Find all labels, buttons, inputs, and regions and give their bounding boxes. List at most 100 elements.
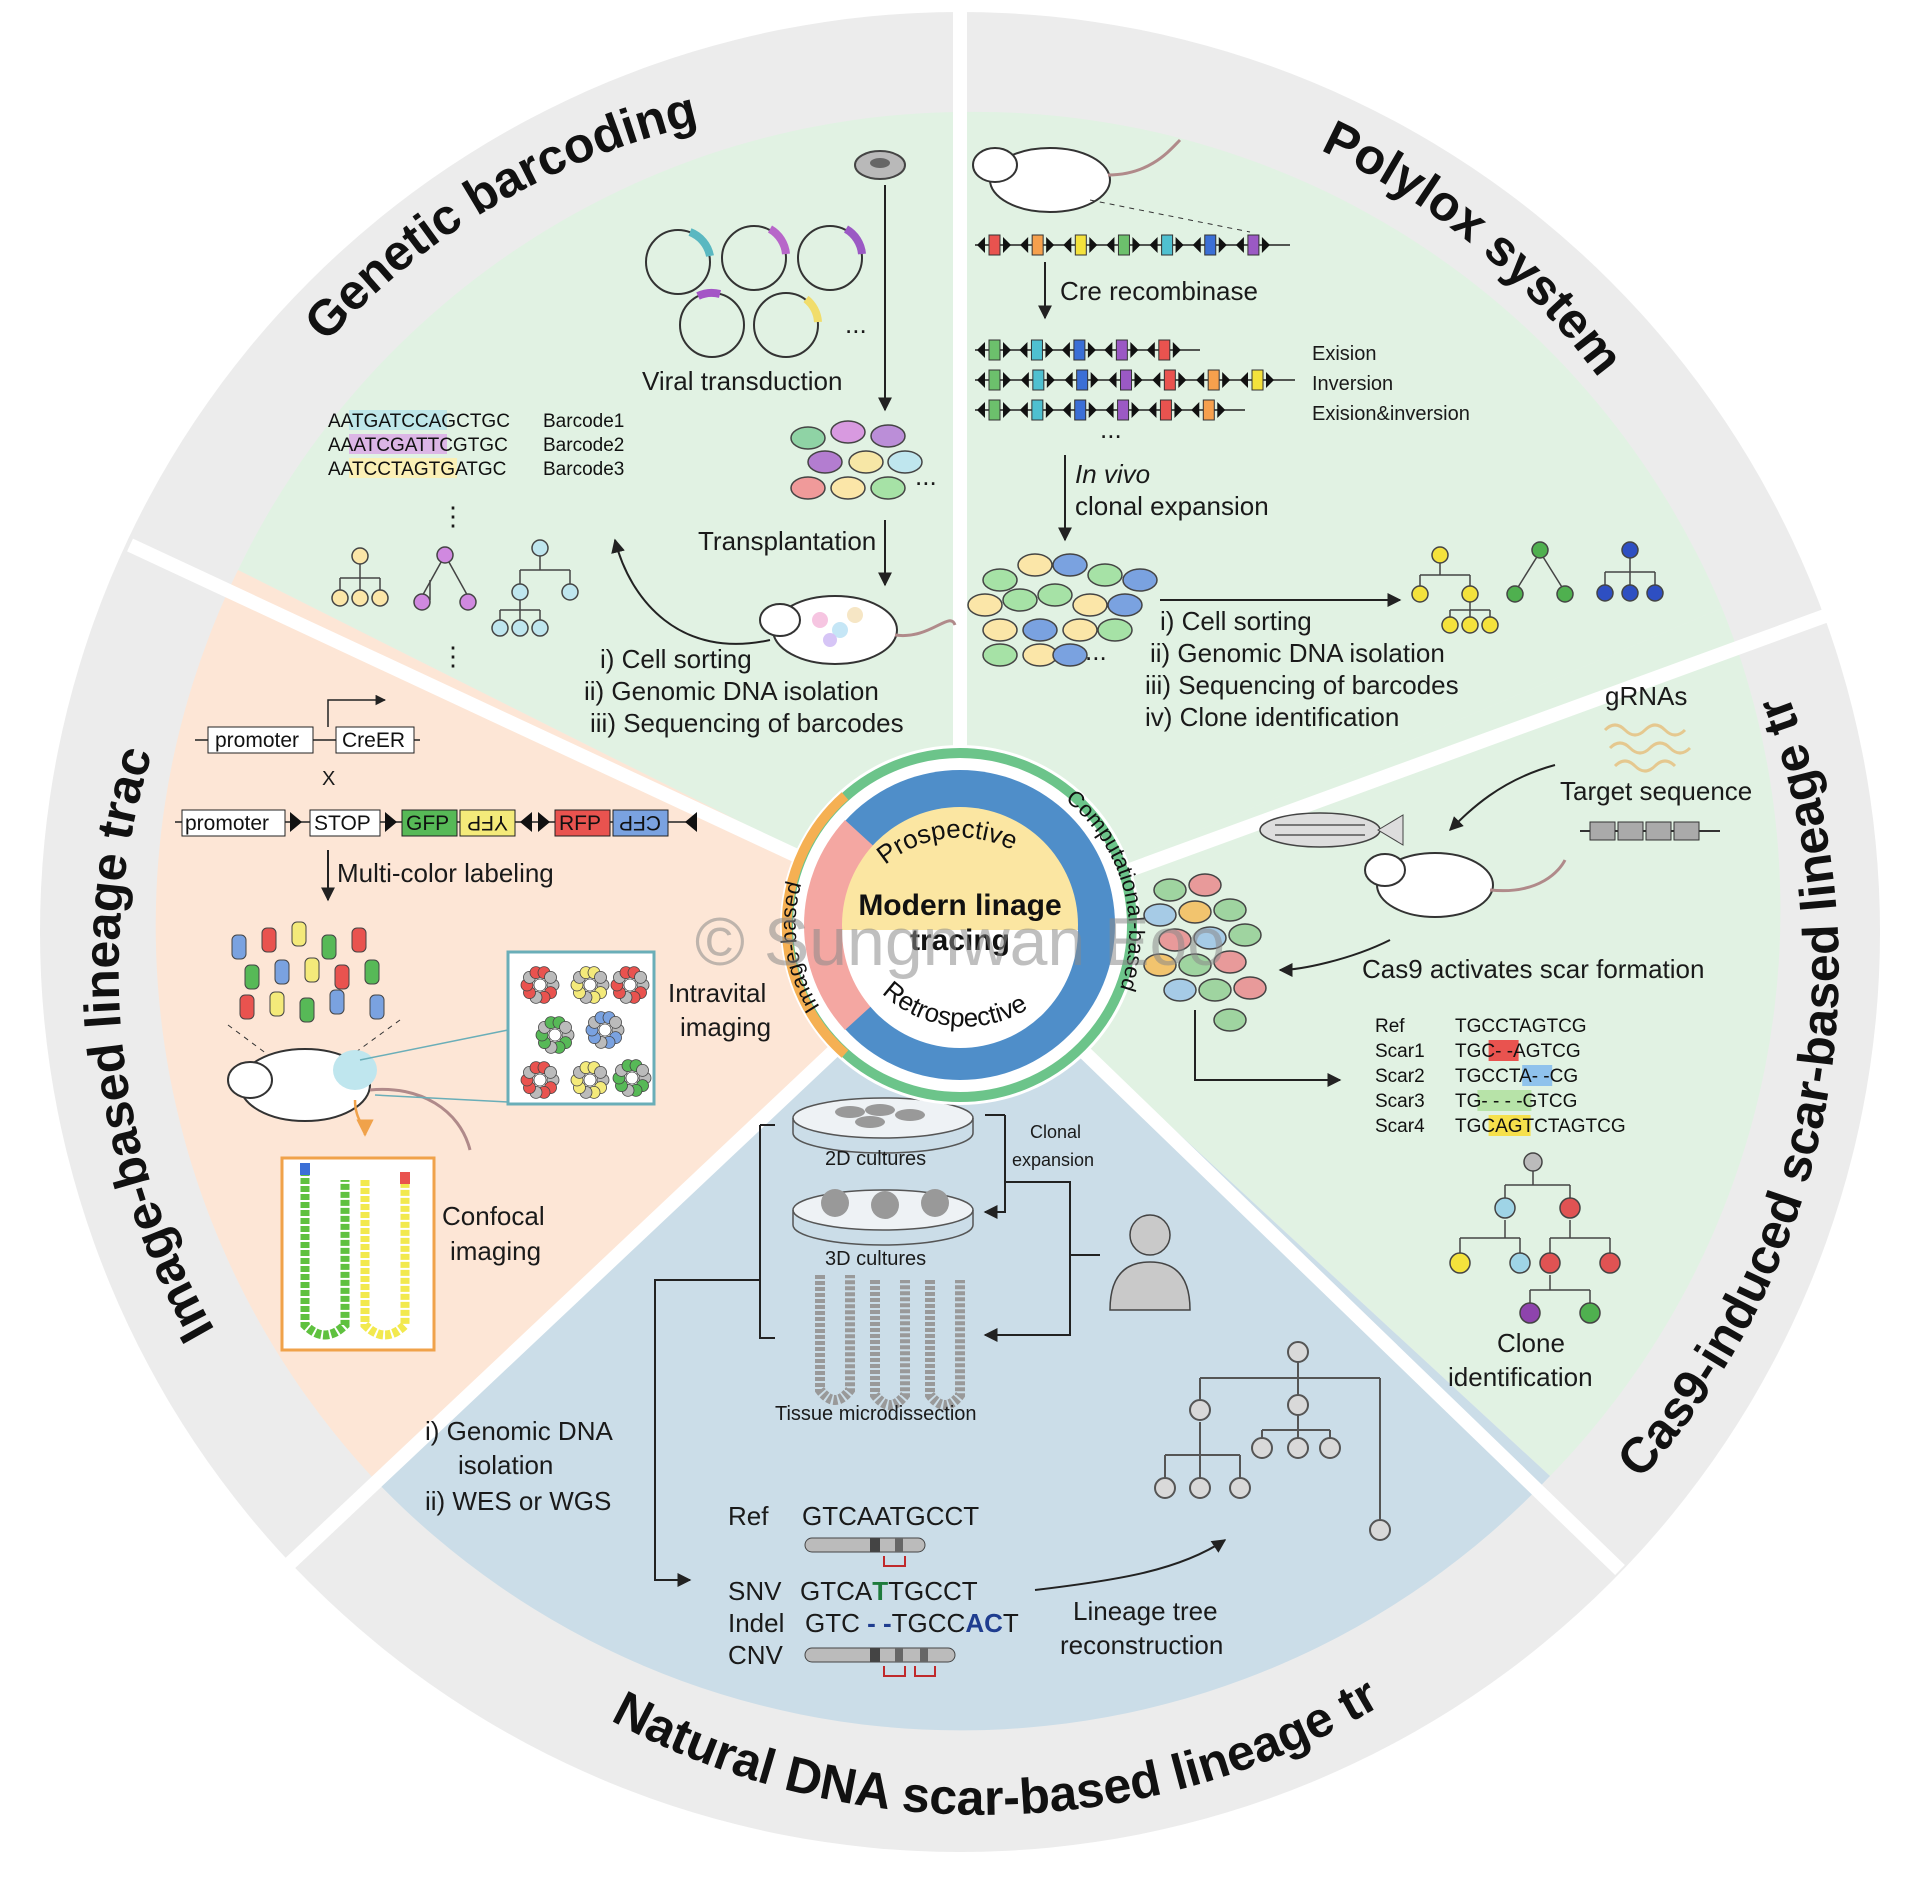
culture-dish-2d [792,1097,974,1154]
barcode-sequence: AATCCTAGTGATGC [328,459,506,480]
creer-construct: promoter CreER [195,694,420,754]
target-sequence-bar [1580,821,1720,841]
barcode-row: AAATCGATTCGTGC Barcode2 [328,434,624,456]
svg-text:expansion: expansion [1012,1150,1094,1170]
polylox-panel: Cre recombinase Exision Inversion Exisio… [967,138,1664,732]
polylox-trees [1411,541,1664,634]
intravital-crypts [520,966,652,1099]
scar-highlight [1488,1040,1519,1061]
barcode-highlight [349,410,447,430]
transplantation-label: Transplantation [698,526,876,556]
lineage-trees-small [331,539,579,637]
scar-highlight [1488,1115,1531,1136]
grnas-label: gRNAs [1605,681,1687,711]
scar-sequence: TGCAGTCTAGTCG [1455,1116,1626,1137]
crypt-rosette [585,1011,625,1049]
confocal-crypts [300,1170,410,1340]
snv-label: SNV [728,1576,782,1606]
svg-text:isolation: isolation [458,1450,553,1480]
image-based-panel: promoter CreER X promoter STOP GFP YFP R… [175,694,771,1352]
labeled-cells [231,921,385,1023]
brainbow-construct: promoter STOP GFP YFP RFP CFP [175,809,697,837]
crypt-rosette [610,966,650,1004]
svg-text:Intravital: Intravital [668,978,766,1008]
svg-text:2D cultures: 2D cultures [825,1148,926,1170]
svg-text:YFP: YFP [467,811,508,834]
polylox-array [975,399,1245,421]
svg-text:X: X [322,768,335,790]
mouse-icon [227,1048,472,1151]
svg-text:⋮: ⋮ [440,501,466,531]
polylox-barcode-arrays [975,234,1295,421]
svg-text:CreER: CreER [342,729,405,752]
barcode-highlight [349,458,457,478]
barcode-sequence: AAATCGATTCGTGC [328,435,508,456]
svg-text:GTCATTGCCT: GTCATTGCCT [800,1576,978,1606]
scar-sequence: TGCCTA- -CG [1455,1066,1578,1087]
cnv-label: CNV [728,1640,784,1670]
svg-text:STOP: STOP [314,812,371,835]
barcode-highlight [349,434,447,454]
svg-text:Tissue microdissection: Tissue microdissection [775,1403,977,1425]
svg-text:3D cultures: 3D cultures [825,1248,926,1270]
barcode-label: Barcode2 [543,435,624,456]
human-icon [1109,1214,1191,1311]
svg-text:ii) Genomic DNA isolation: ii) Genomic DNA isolation [1150,638,1445,668]
svg-text:reconstruction: reconstruction [1060,1630,1223,1660]
svg-text:GTC - -TGCCACT: GTC - -TGCCACT [805,1608,1019,1638]
chromosome-ref [804,1537,926,1567]
scar-highlight [1477,1090,1532,1111]
svg-text:iii) Sequencing of barcodes: iii) Sequencing of barcodes [1145,670,1459,700]
svg-text:imaging: imaging [450,1236,541,1266]
crypt-rosette [570,966,610,1004]
svg-text:Exision&inversion: Exision&inversion [1312,403,1470,425]
center-hub: Modern linage tracing Prospective Retros… [776,745,1149,1105]
outer-ring-orange [781,792,849,1058]
natural-dna-panel: 2D cultures 3D cultures Clonal expansion… [425,1097,1391,1677]
lineage-tree-large [1154,1341,1391,1541]
viral-transduction-label: Viral transduction [642,366,842,396]
crypt-rosette [570,1061,610,1099]
polylox-array [975,234,1290,256]
watermark: © Sungnwan Eoo [695,904,1225,980]
zebrafish-icon [1259,812,1404,848]
svg-text:ii) WES or WGS: ii) WES or WGS [425,1486,611,1516]
svg-text:CFP: CFP [619,811,661,834]
expanded-cells [967,553,1158,667]
scar-row: Scar4 TGCAGTCTAGTCG [1375,1115,1626,1137]
svg-text:imaging: imaging [680,1012,771,1042]
mouse-icon [972,138,1251,233]
svg-text:i) Cell sorting: i) Cell sorting [1160,606,1312,636]
svg-text:Ref: Ref [728,1501,769,1531]
cas9-panel: gRNAs Target sequence [1143,681,1752,1392]
crypt-rosette [612,1059,652,1097]
infected-cells [790,420,923,500]
svg-text:promoter: promoter [185,812,269,835]
scar-label: Scar4 [1375,1116,1425,1137]
polylox-steps: i) Cell sorting ii) Genomic DNA isolatio… [1145,606,1459,732]
grna-icon [1603,723,1692,773]
genetic-barcoding-panel: ... Viral transduction ... AATGATCCAGCTG… [328,150,957,738]
center-title: Modern linage [858,889,1061,922]
scar-label: Scar3 [1375,1091,1425,1112]
polylox-array [975,369,1295,391]
svg-text:Inversion: Inversion [1312,373,1393,395]
cas9-activates-label: Cas9 activates scar formation [1362,954,1704,984]
svg-text:tracing: tracing [910,924,1010,957]
svg-text:RFP: RFP [559,812,601,835]
barcode-sequence: AATGATCCAGCTGC [328,411,510,432]
svg-text:identification: identification [1448,1362,1593,1392]
mouse-icon [1364,852,1567,918]
barcode-label: Barcode3 [543,459,624,480]
multicolor-label: Multi-color labeling [337,858,554,888]
svg-text:...: ... [1085,636,1107,666]
scar-highlight [1522,1065,1553,1086]
svg-text:...: ... [915,461,937,491]
svg-text:ii) Genomic DNA isolation: ii) Genomic DNA isolation [584,676,879,706]
svg-text:clonal expansion: clonal expansion [1075,491,1269,521]
